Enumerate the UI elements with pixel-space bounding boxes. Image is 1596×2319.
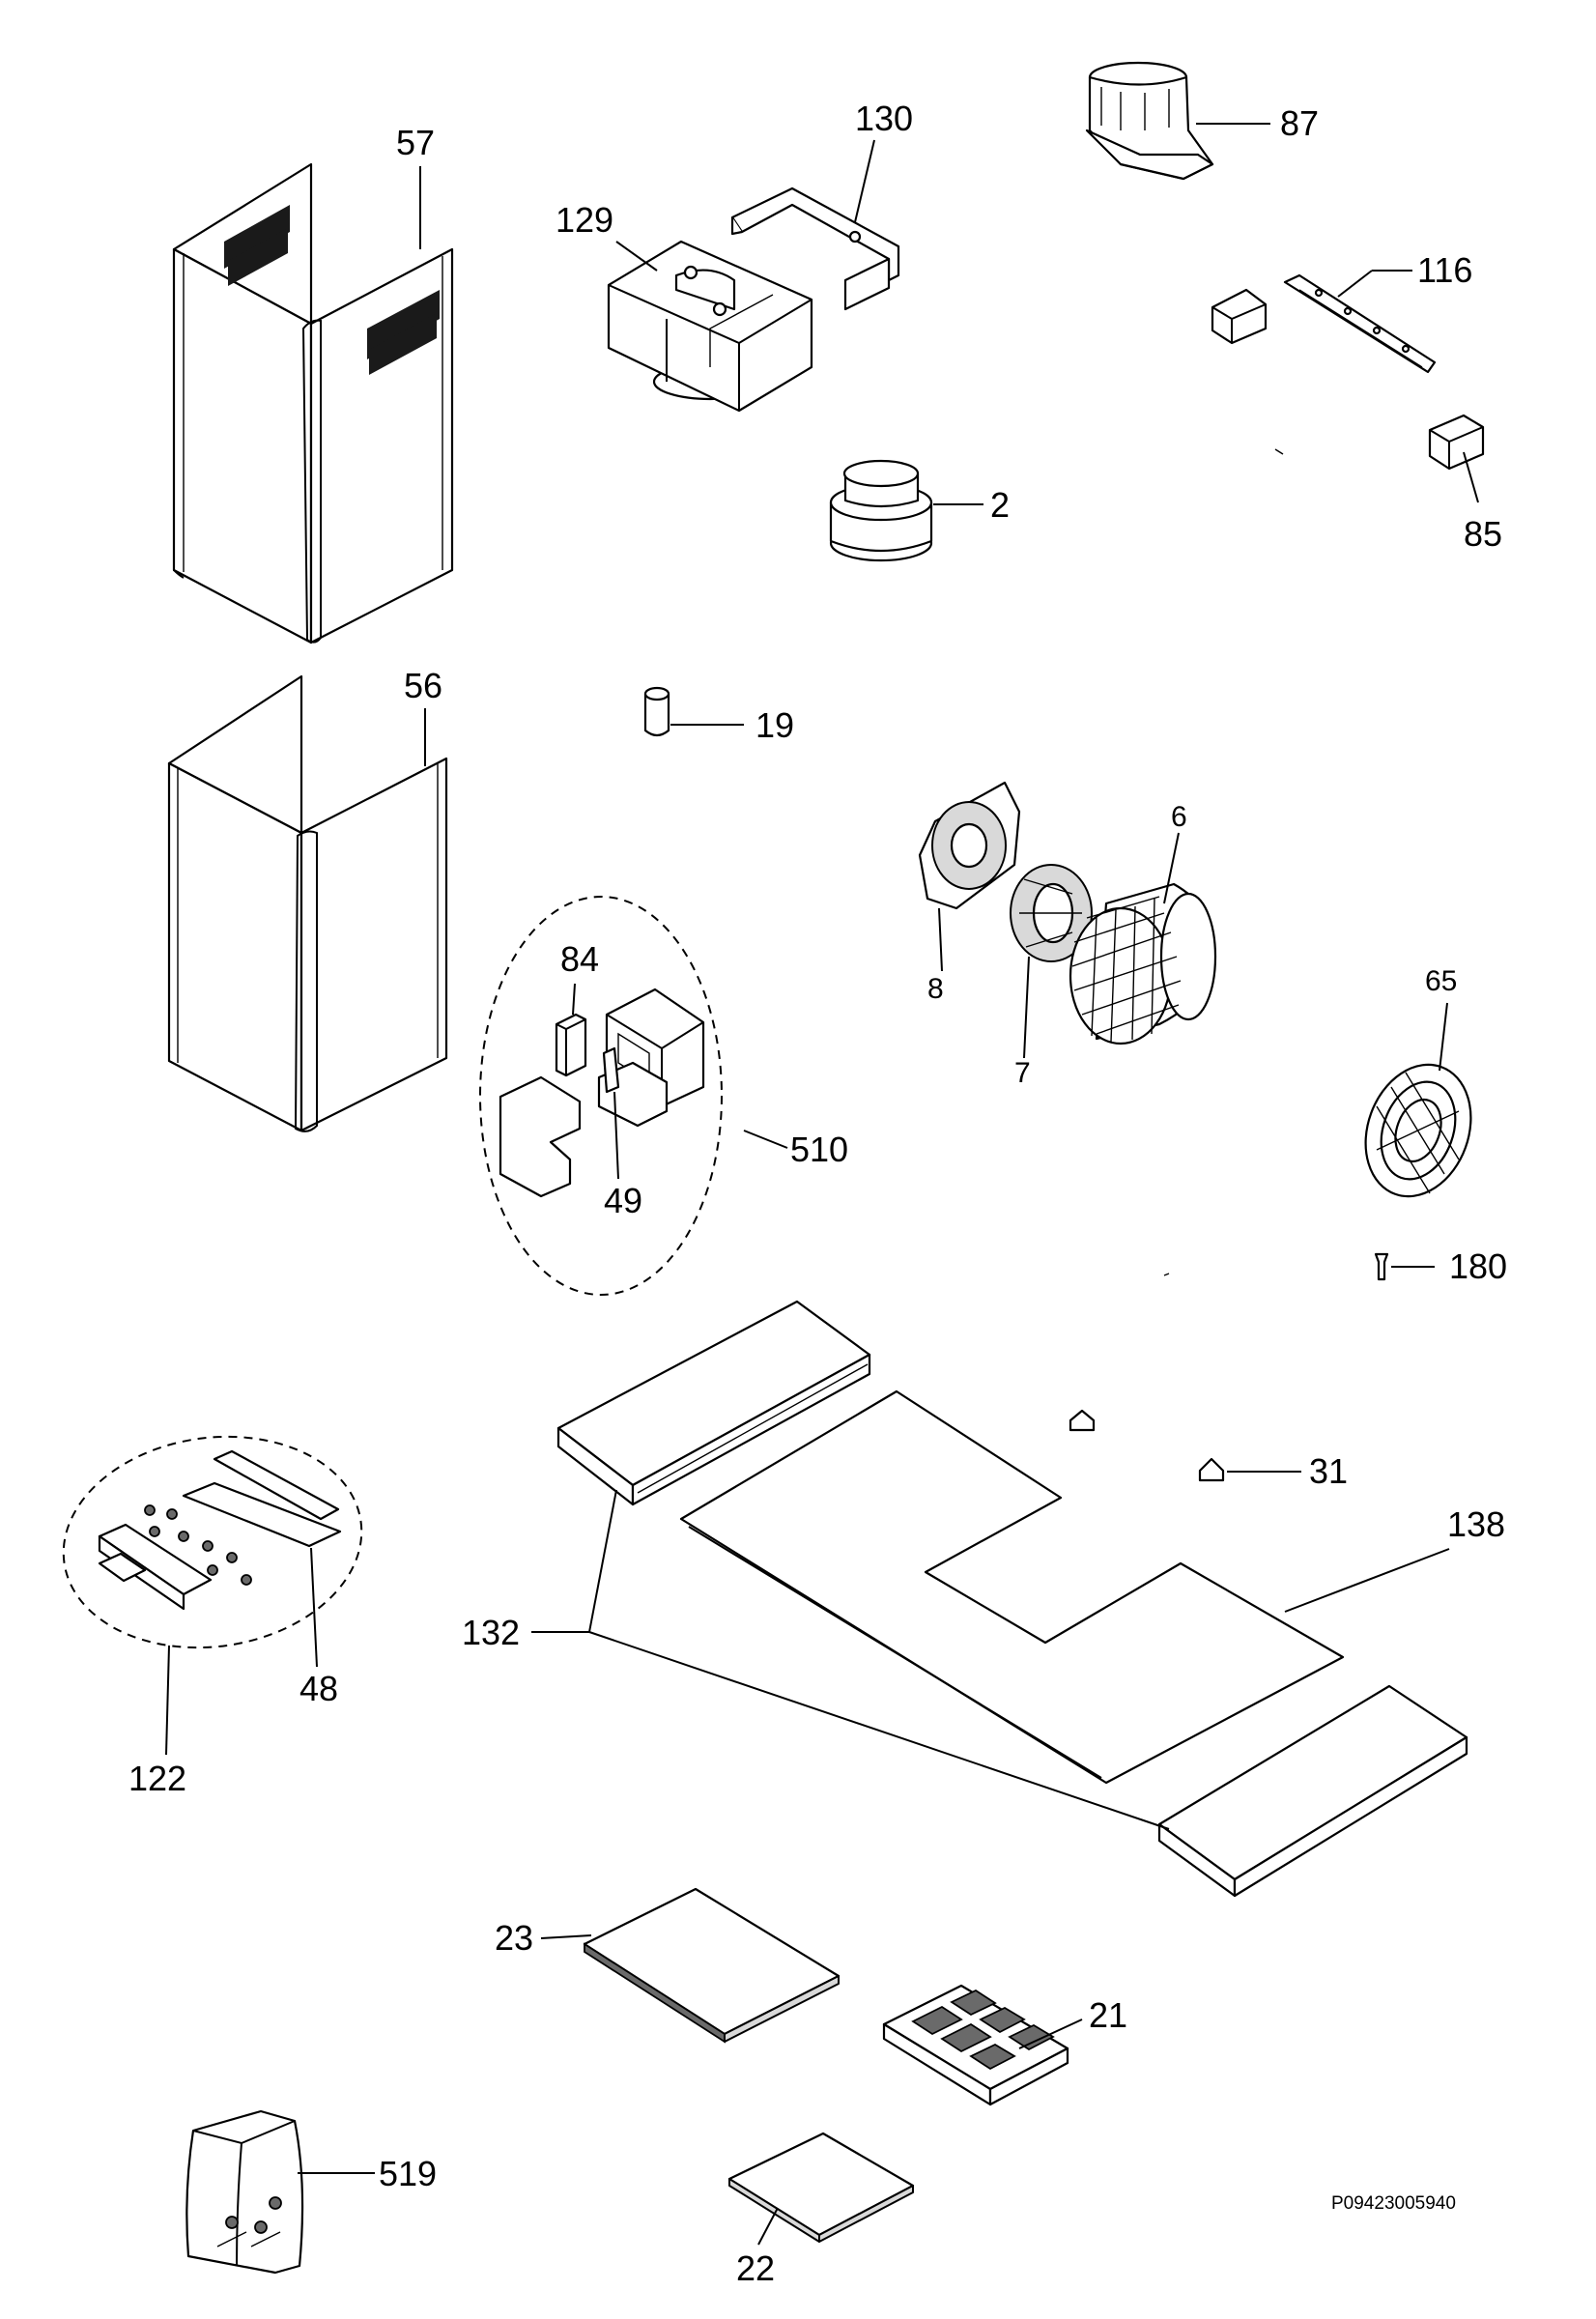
part-7-motor xyxy=(1010,864,1093,962)
callout-132: 132 xyxy=(462,1613,520,1652)
part-116-clip-left xyxy=(1211,288,1268,345)
callout-129: 129 xyxy=(556,200,613,240)
callout-122: 122 xyxy=(128,1759,186,1798)
callout-7: 7 xyxy=(1014,1057,1031,1089)
part-65-guard-grille xyxy=(1364,1063,1472,1198)
callout-49: 49 xyxy=(604,1181,642,1220)
part-138-glass-canopy-panel xyxy=(679,1389,1345,1785)
callout-130: 130 xyxy=(855,99,913,138)
part-132-side-panel-left xyxy=(556,1300,871,1506)
callout-84: 84 xyxy=(560,939,599,979)
callout-48: 48 xyxy=(299,1669,338,1708)
callout-510: 510 xyxy=(790,1130,848,1169)
part-510-circuit-board xyxy=(499,1075,582,1198)
part-2-duct-adapter-ring xyxy=(829,459,933,562)
part-84-relay xyxy=(555,1013,587,1077)
part-21-carbon-filter-frame xyxy=(882,1984,1069,2106)
callout-87: 87 xyxy=(1280,103,1319,143)
callout-labels: 57 130 87 129 116 2 85 56 19 6 84 8 65 7… xyxy=(128,99,1507,2288)
part-48-light-rail xyxy=(182,1449,342,1548)
callout-31: 31 xyxy=(1309,1451,1348,1491)
part-8-motor-mounting-plate xyxy=(918,781,1021,910)
part-56-lower-chimney-cover xyxy=(167,674,448,1132)
callout-23: 23 xyxy=(495,1918,533,1958)
part-519-hardware-bag xyxy=(185,2109,304,2275)
callout-22: 22 xyxy=(736,2248,775,2288)
callout-180: 180 xyxy=(1449,1246,1507,1286)
callout-57: 57 xyxy=(396,123,435,162)
part-22-filter-pad xyxy=(727,2132,915,2243)
part-129-blower-housing-bracket xyxy=(607,240,813,413)
document-code: P09423005940 xyxy=(1331,2193,1456,2214)
part-85-clip-right xyxy=(1428,414,1485,471)
callout-116: 116 xyxy=(1417,250,1472,290)
vent-grille-left xyxy=(224,205,290,286)
part-116-mounting-rail xyxy=(1283,273,1437,374)
callout-6: 6 xyxy=(1171,801,1187,833)
callout-519: 519 xyxy=(379,2154,437,2193)
vent-grille-right xyxy=(367,290,440,375)
part-6-blower-wheel xyxy=(1069,882,1217,1045)
callout-19: 19 xyxy=(755,705,794,745)
part-122-lamp-holder xyxy=(98,1523,213,1611)
leader-lines xyxy=(165,123,1479,2246)
part-122-lighting-kit-group xyxy=(62,1435,363,1649)
callout-85: 85 xyxy=(1464,514,1502,554)
part-19-capacitor xyxy=(643,686,670,737)
part-510-control-assembly-group xyxy=(479,896,723,1296)
part-23-grease-filter xyxy=(583,1887,841,2044)
callout-8: 8 xyxy=(927,973,944,1005)
callout-138: 138 xyxy=(1447,1504,1505,1544)
part-130-mounting-bracket xyxy=(730,186,900,311)
part-122-screws xyxy=(144,1504,252,1586)
callout-65: 65 xyxy=(1425,965,1457,997)
callout-56: 56 xyxy=(404,666,442,705)
carbon-filter-cells xyxy=(911,1989,1055,2071)
part-87-outlet-duct-collar xyxy=(1085,61,1214,181)
blower-wheel-fins xyxy=(1071,896,1182,1043)
callout-21: 21 xyxy=(1089,1995,1127,2035)
part-57-upper-chimney-cover xyxy=(172,162,454,644)
part-180-screw xyxy=(1374,1252,1389,1281)
part-31-rubber-foot xyxy=(1069,1409,1225,1482)
part-132-side-panel-right xyxy=(1157,1684,1468,1898)
callout-2: 2 xyxy=(990,485,1010,525)
